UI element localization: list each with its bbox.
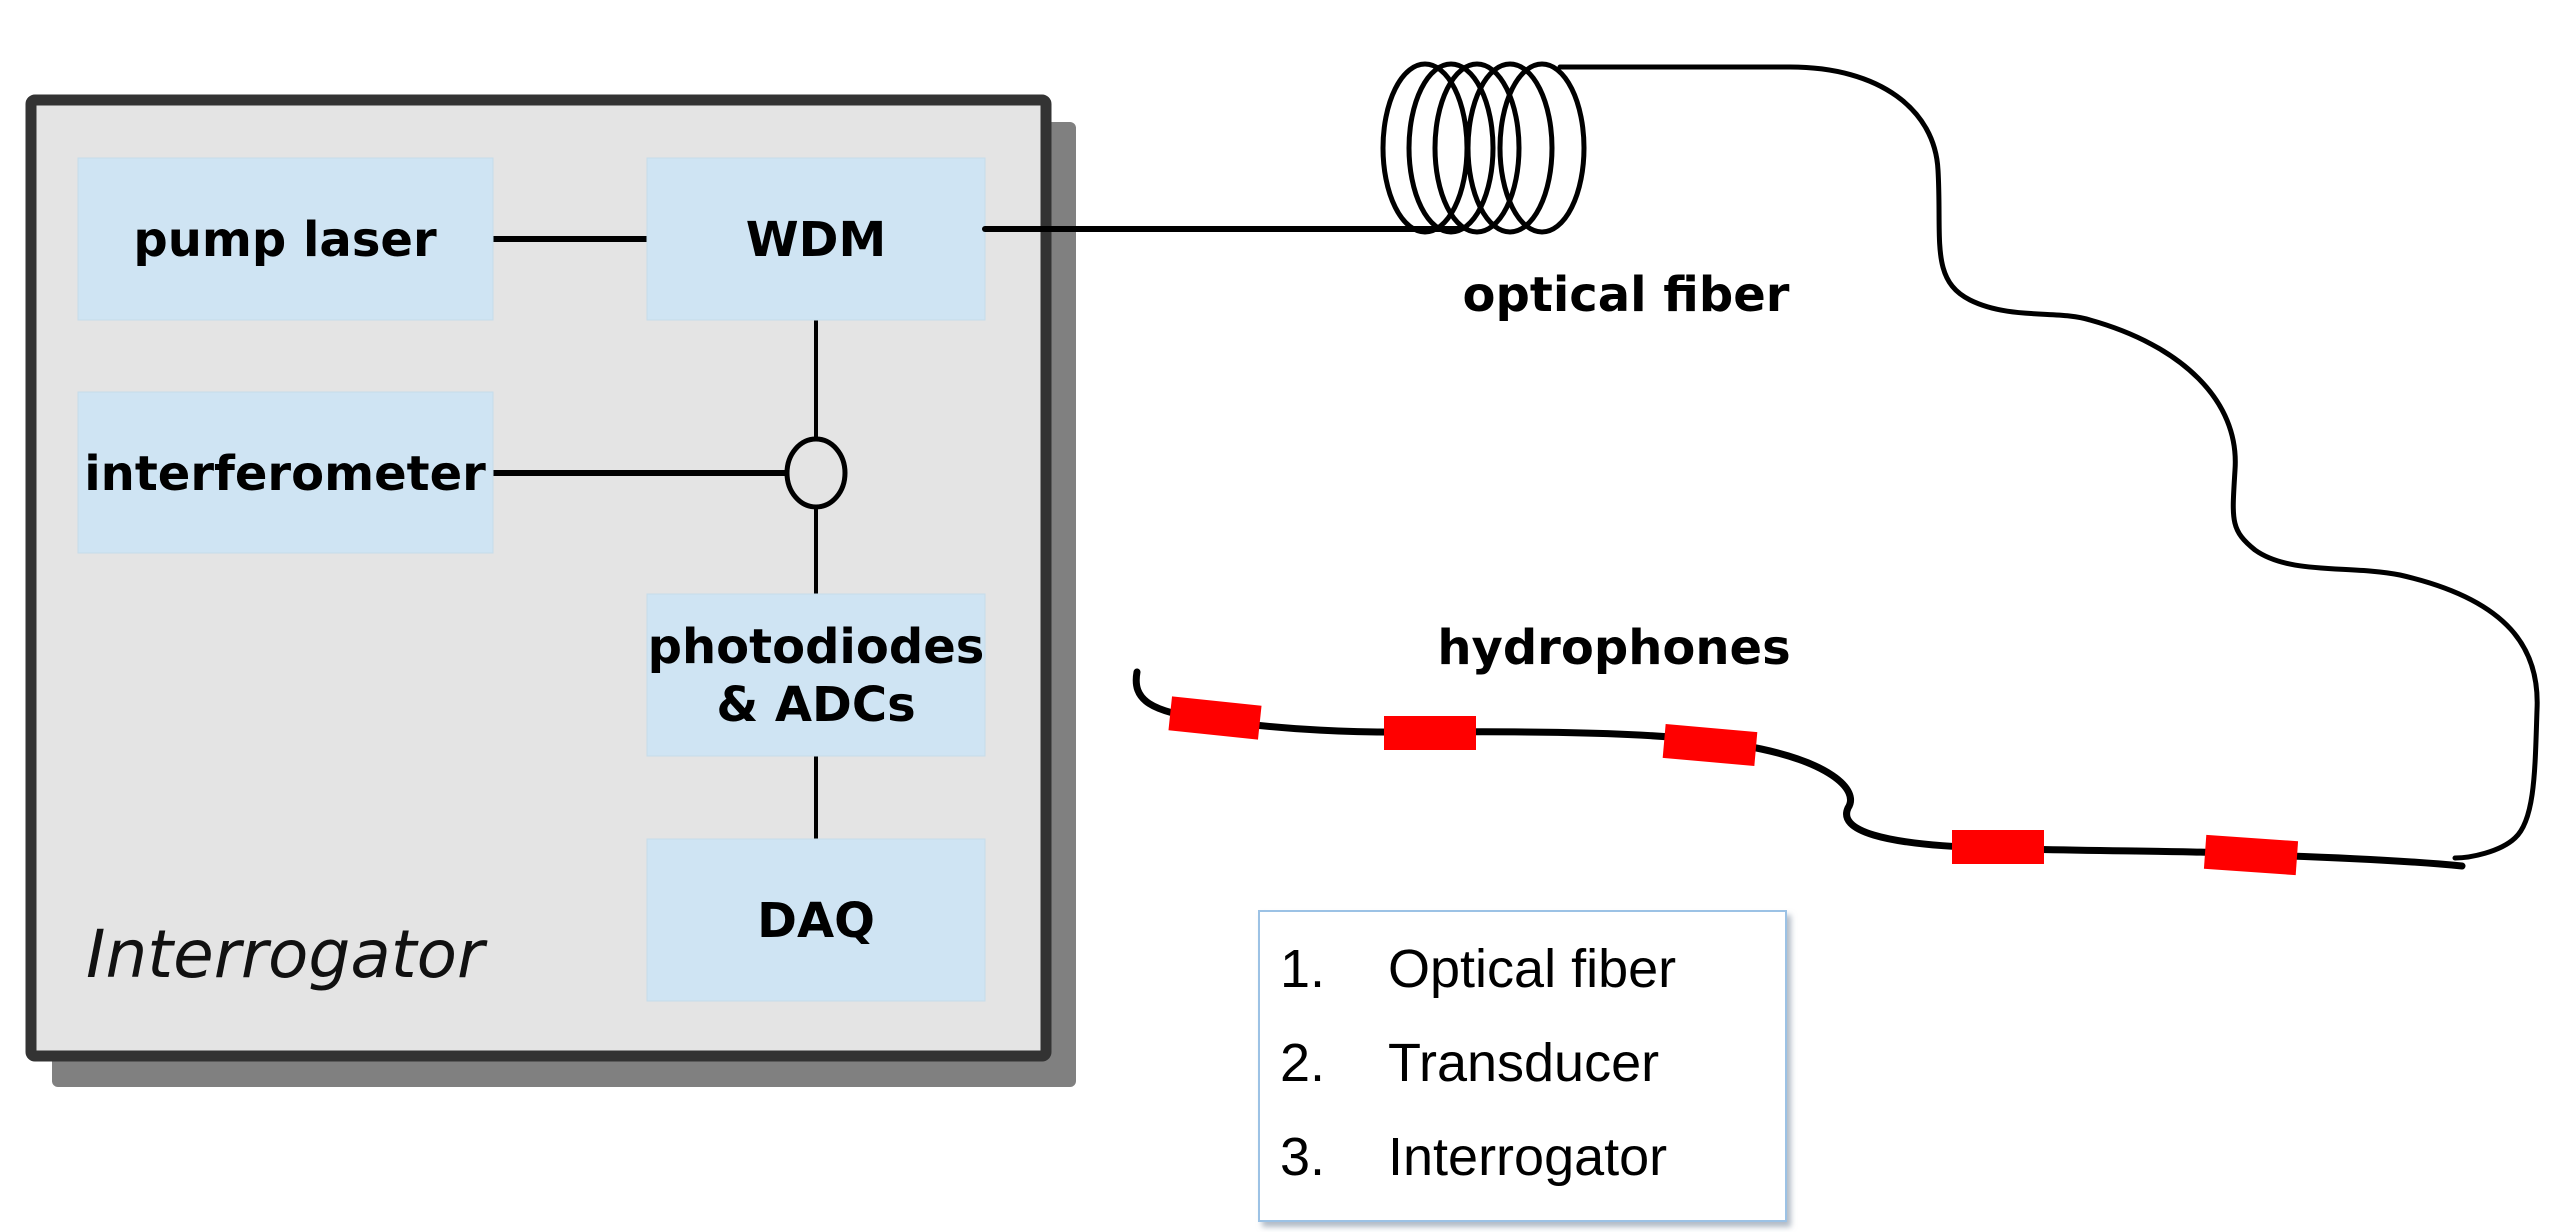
hydrophones xyxy=(1168,696,2299,876)
legend-item: 1. Optical fiber xyxy=(1280,939,1676,999)
legend-item-text: Interrogator xyxy=(1388,1127,1667,1187)
hydrophone xyxy=(2203,834,2299,876)
interrogator-box xyxy=(25,94,1052,1062)
daq-label: DAQ xyxy=(757,893,875,949)
legend-item: 2. Transducer xyxy=(1280,1033,1659,1093)
coupler-circle-icon xyxy=(784,436,848,510)
interrogator-title: Interrogator xyxy=(86,916,488,993)
legend-item-number: 2. xyxy=(1280,1033,1325,1093)
legend: 1. Optical fiber 2. Transducer 3. Interr… xyxy=(1258,910,1787,1222)
hydrophone xyxy=(1662,724,1758,766)
block-interferometer: interferometer xyxy=(77,391,494,554)
interrogator-wiring xyxy=(493,236,848,839)
legend-item-text: Transducer xyxy=(1388,1033,1659,1093)
interferometer-label: interferometer xyxy=(84,446,486,502)
hydrophone xyxy=(1168,696,1262,740)
legend-item-text: Optical fiber xyxy=(1388,939,1676,999)
hydrophone-array-fiber xyxy=(1132,668,2466,870)
hydrophone xyxy=(1384,716,1476,750)
block-daq: DAQ xyxy=(646,838,986,1002)
pump-laser-label: pump laser xyxy=(133,212,437,268)
photodiodes-label: photodiodes xyxy=(648,619,985,675)
legend-box xyxy=(1258,910,1787,1222)
optical-fiber-label: optical fiber xyxy=(1463,267,1790,323)
hydrophones-label: hydrophones xyxy=(1437,620,1790,676)
wdm-label: WDM xyxy=(746,212,887,268)
fiber-path xyxy=(1557,64,2540,861)
legend-item-number: 3. xyxy=(1280,1127,1325,1187)
legend-item: 3. Interrogator xyxy=(1280,1127,1667,1187)
block-pump-laser: pump laser xyxy=(77,157,494,321)
block-photodiodes-adcs: photodiodes & ADCs xyxy=(646,593,986,757)
block-wdm: WDM xyxy=(646,157,986,321)
adcs-label: & ADCs xyxy=(716,677,915,733)
hydrophone xyxy=(1952,830,2044,864)
legend-item-number: 1. xyxy=(1280,939,1325,999)
fiber-coil-icon xyxy=(1380,61,1587,235)
